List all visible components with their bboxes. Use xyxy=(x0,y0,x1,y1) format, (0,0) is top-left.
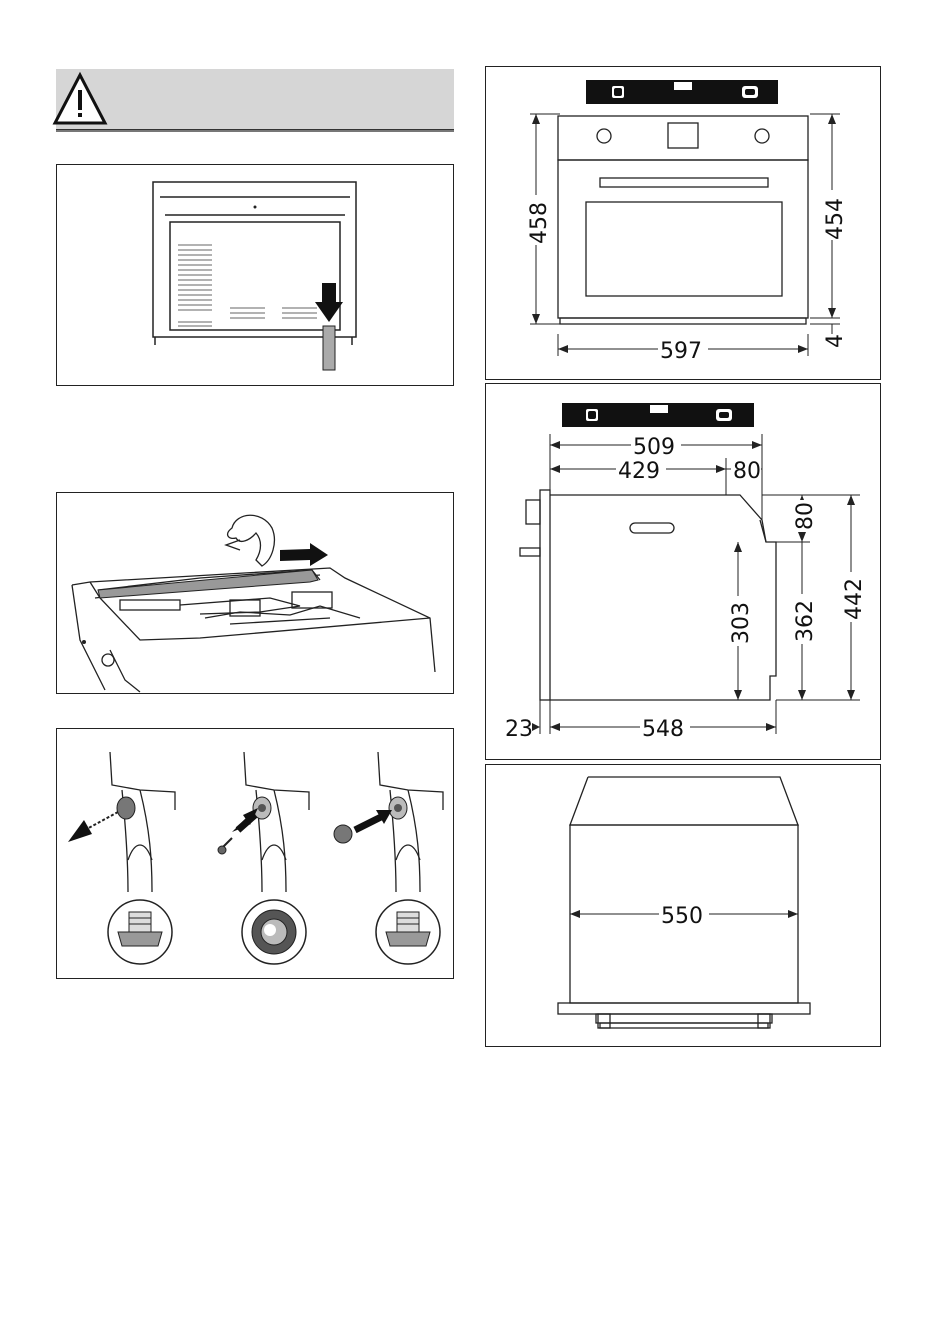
dim-top-width: 550 xyxy=(661,904,703,929)
